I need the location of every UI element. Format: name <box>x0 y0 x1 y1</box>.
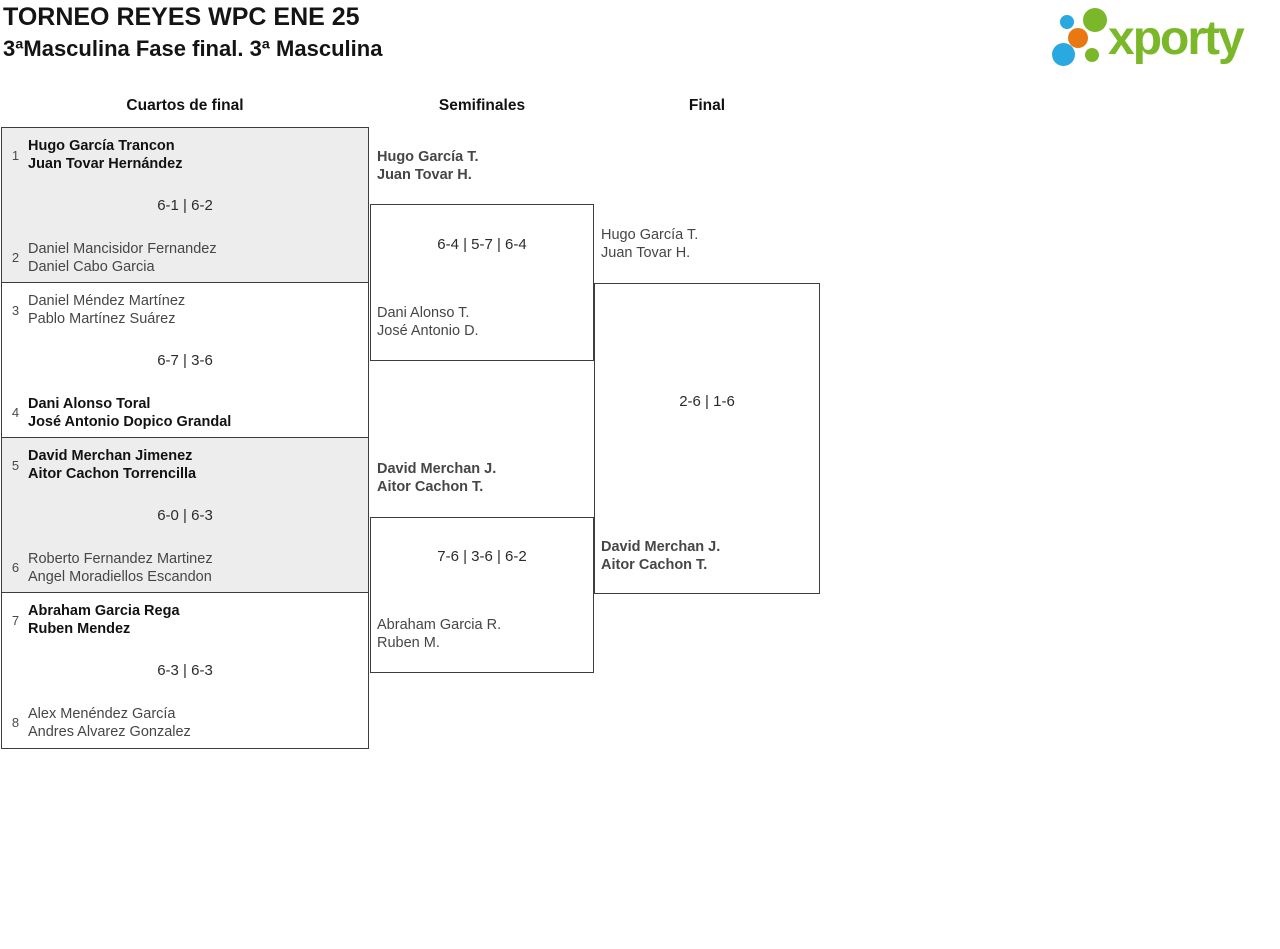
match-score: 6-3 | 6-3 <box>157 662 213 679</box>
player-name: Dani Alonso T. <box>377 305 470 321</box>
seed-number: 8 <box>11 715 20 730</box>
match-score: 6-0 | 6-3 <box>157 507 213 524</box>
player-name: Dani Alonso Toral <box>28 396 151 412</box>
team-names: Dani Alonso T. José Antonio D. <box>377 304 479 340</box>
player-name: Aitor Cachon T. <box>377 479 484 495</box>
match-semifinal-2-box <box>370 517 594 673</box>
player-name: Juan Tovar H. <box>601 245 691 261</box>
match-score: 2-6 | 1-6 <box>679 393 735 410</box>
player-name: David Merchan J. <box>601 539 721 555</box>
player-name: Ruben Mendez <box>28 621 131 637</box>
logo-dot-icon <box>1083 8 1107 32</box>
player-name: Aitor Cachon Torrencilla <box>28 466 197 482</box>
round-header-quarterfinals: Cuartos de final <box>126 97 244 114</box>
player-name: Daniel Méndez Martínez <box>28 293 186 309</box>
match-score: 6-1 | 6-2 <box>157 197 213 214</box>
match-score: 7-6 | 3-6 | 6-2 <box>437 548 527 565</box>
seed-number: 2 <box>11 250 20 265</box>
team-names: Hugo García Trancon Juan Tovar Hernández <box>28 137 182 173</box>
team-names: Dani Alonso Toral José Antonio Dopico Gr… <box>28 395 231 431</box>
team-names: Daniel Méndez Martínez Pablo Martínez Su… <box>28 292 185 328</box>
seed-number: 5 <box>11 458 20 473</box>
team-names: Hugo García T. Juan Tovar H. <box>377 148 479 184</box>
team-names: David Merchan J. Aitor Cachon T. <box>377 460 496 496</box>
player-name: Juan Tovar H. <box>377 167 472 183</box>
player-name: José Antonio D. <box>377 323 479 339</box>
player-name: Daniel Cabo Garcia <box>28 259 155 275</box>
logo-dot-icon <box>1068 28 1088 48</box>
round-header-semifinals: Semifinales <box>438 97 526 114</box>
player-name: Hugo García Trancon <box>28 138 175 154</box>
seed-number: 4 <box>11 405 20 420</box>
match-score: 6-4 | 5-7 | 6-4 <box>437 236 527 253</box>
player-name: David Merchan Jimenez <box>28 448 193 464</box>
player-name: Ruben M. <box>377 635 440 651</box>
match-quarterfinal-1: 1 Hugo García Trancon Juan Tovar Hernánd… <box>1 127 369 283</box>
team-names: David Merchan Jimenez Aitor Cachon Torre… <box>28 447 196 483</box>
match-semifinal-1-box <box>370 204 594 361</box>
player-name: Abraham Garcia Rega <box>28 603 180 619</box>
logo-wordmark: xporty <box>1108 12 1245 65</box>
team-names: Hugo García T. Juan Tovar H. <box>601 226 698 262</box>
player-name: Hugo García T. <box>377 149 479 165</box>
tournament-subtitle: 3ªMasculina Fase final. 3ª Masculina <box>3 36 383 61</box>
player-name: Angel Moradiellos Escandon <box>28 569 212 585</box>
player-name: Alex Menéndez García <box>28 706 176 722</box>
seed-number: 1 <box>11 148 20 163</box>
player-name: Andres Alvarez Gonzalez <box>28 724 191 740</box>
seed-number: 7 <box>11 613 20 628</box>
xporty-logo[interactable]: xporty <box>1045 0 1280 80</box>
seed-number: 3 <box>11 303 20 318</box>
logo-dot-icon <box>1060 15 1074 29</box>
team-names: Roberto Fernandez Martinez Angel Moradie… <box>28 550 213 586</box>
match-score: 6-7 | 3-6 <box>157 352 213 369</box>
player-name: Daniel Mancisidor Fernandez <box>28 241 217 257</box>
seed-number: 6 <box>11 560 20 575</box>
player-name: José Antonio Dopico Grandal <box>28 414 232 430</box>
player-name: Roberto Fernandez Martinez <box>28 551 213 567</box>
team-names: David Merchan J. Aitor Cachon T. <box>601 538 720 574</box>
logo-dot-icon <box>1085 48 1099 62</box>
team-names: Daniel Mancisidor Fernandez Daniel Cabo … <box>28 240 217 276</box>
match-quarterfinal-2: 3 Daniel Méndez Martínez Pablo Martínez … <box>1 282 369 438</box>
team-names: Alex Menéndez García Andres Alvarez Gonz… <box>28 705 191 741</box>
player-name: Abraham Garcia R. <box>377 617 502 633</box>
team-names: Abraham Garcia Rega Ruben Mendez <box>28 602 180 638</box>
player-name: Juan Tovar Hernández <box>28 156 183 172</box>
player-name: Aitor Cachon T. <box>601 557 708 573</box>
tournament-title: TORNEO REYES WPC ENE 25 <box>3 3 360 31</box>
team-names: Abraham Garcia R. Ruben M. <box>377 616 501 652</box>
player-name: Pablo Martínez Suárez <box>28 311 176 327</box>
match-quarterfinal-4: 7 Abraham Garcia Rega Ruben Mendez 6-3 |… <box>1 592 369 749</box>
player-name: David Merchan J. <box>377 461 497 477</box>
player-name: Hugo García T. <box>601 227 699 243</box>
match-final-box <box>594 283 820 594</box>
match-quarterfinal-3: 5 David Merchan Jimenez Aitor Cachon Tor… <box>1 437 369 593</box>
round-header-final: Final <box>688 97 726 114</box>
logo-dot-icon <box>1052 43 1075 66</box>
